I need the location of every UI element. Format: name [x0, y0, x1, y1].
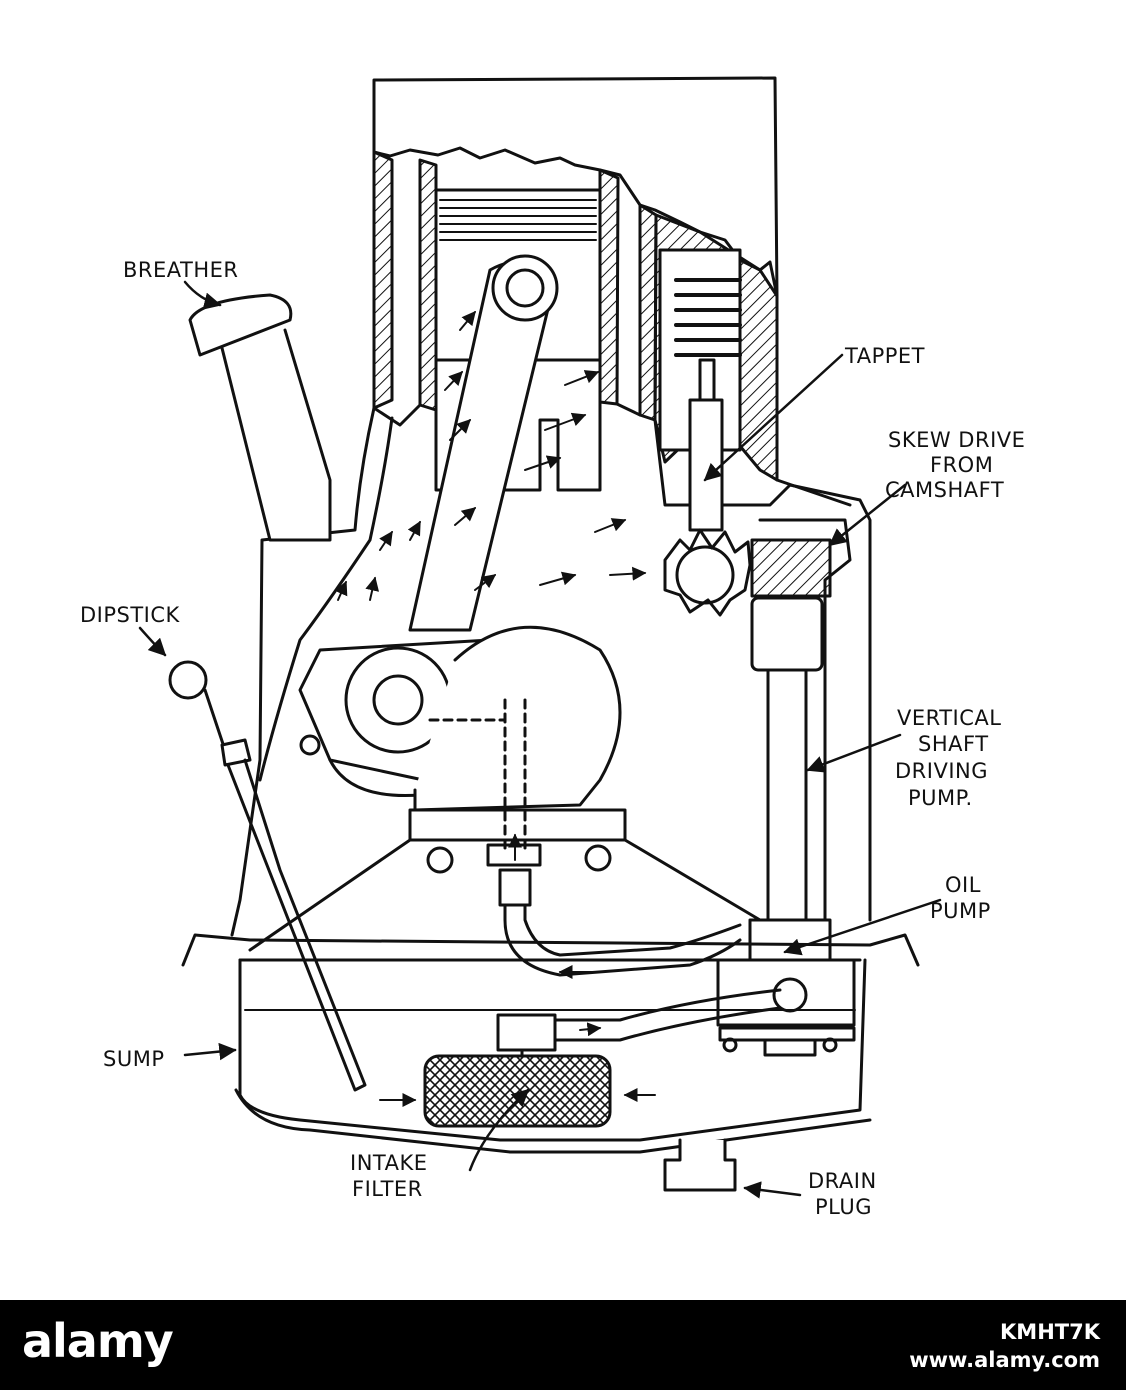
label-breather: BREATHER — [123, 258, 238, 282]
sump — [181, 933, 920, 1154]
label-skew-drive-3: CAMSHAFT — [885, 478, 1004, 502]
labels: BREATHER TAPPET SKEW DRIVE FROM CAMSHAFT… — [80, 258, 1025, 1219]
crankcase — [230, 406, 872, 952]
label-tappet: TAPPET — [844, 344, 925, 368]
label-vertical-4: PUMP. — [908, 786, 973, 810]
label-skew-drive-1: SKEW DRIVE — [888, 428, 1025, 452]
label-vertical-1: VERTICAL — [897, 706, 1001, 730]
label-vertical-2: SHAFT — [918, 732, 989, 756]
label-oil-pump-2: PUMP — [930, 899, 991, 923]
label-intake-1: INTAKE — [350, 1151, 428, 1175]
footer-info: KMHT7K www.alamy.com — [909, 1320, 1100, 1372]
dipstick — [168, 660, 367, 1092]
drain-plug — [663, 1138, 737, 1192]
tappet-assembly — [663, 278, 832, 617]
label-vertical-3: DRIVING — [895, 759, 988, 783]
label-sump: SUMP — [103, 1047, 164, 1071]
breather — [188, 293, 332, 542]
label-skew-drive-2: FROM — [930, 453, 993, 477]
vertical-shaft — [750, 596, 824, 922]
label-dipstick: DIPSTICK — [80, 603, 181, 627]
site-url: www.alamy.com — [909, 1348, 1100, 1372]
image-id: KMHT7K — [1000, 1320, 1100, 1344]
label-drain-1: DRAIN — [808, 1169, 877, 1193]
brand-logo: alamy — [22, 1314, 174, 1368]
intake-filter — [423, 1048, 612, 1128]
watermark-footer: alamy KMHT7K www.alamy.com — [0, 1300, 1126, 1390]
oil-flow-arrows — [334, 310, 656, 1107]
label-intake-2: FILTER — [352, 1177, 423, 1201]
engine-lubrication-diagram: BREATHER TAPPET SKEW DRIVE FROM CAMSHAFT… — [80, 76, 1025, 1219]
label-leaders — [138, 280, 942, 1199]
label-oil-pump-1: OIL — [945, 873, 981, 897]
label-drain-2: PLUG — [815, 1195, 872, 1219]
